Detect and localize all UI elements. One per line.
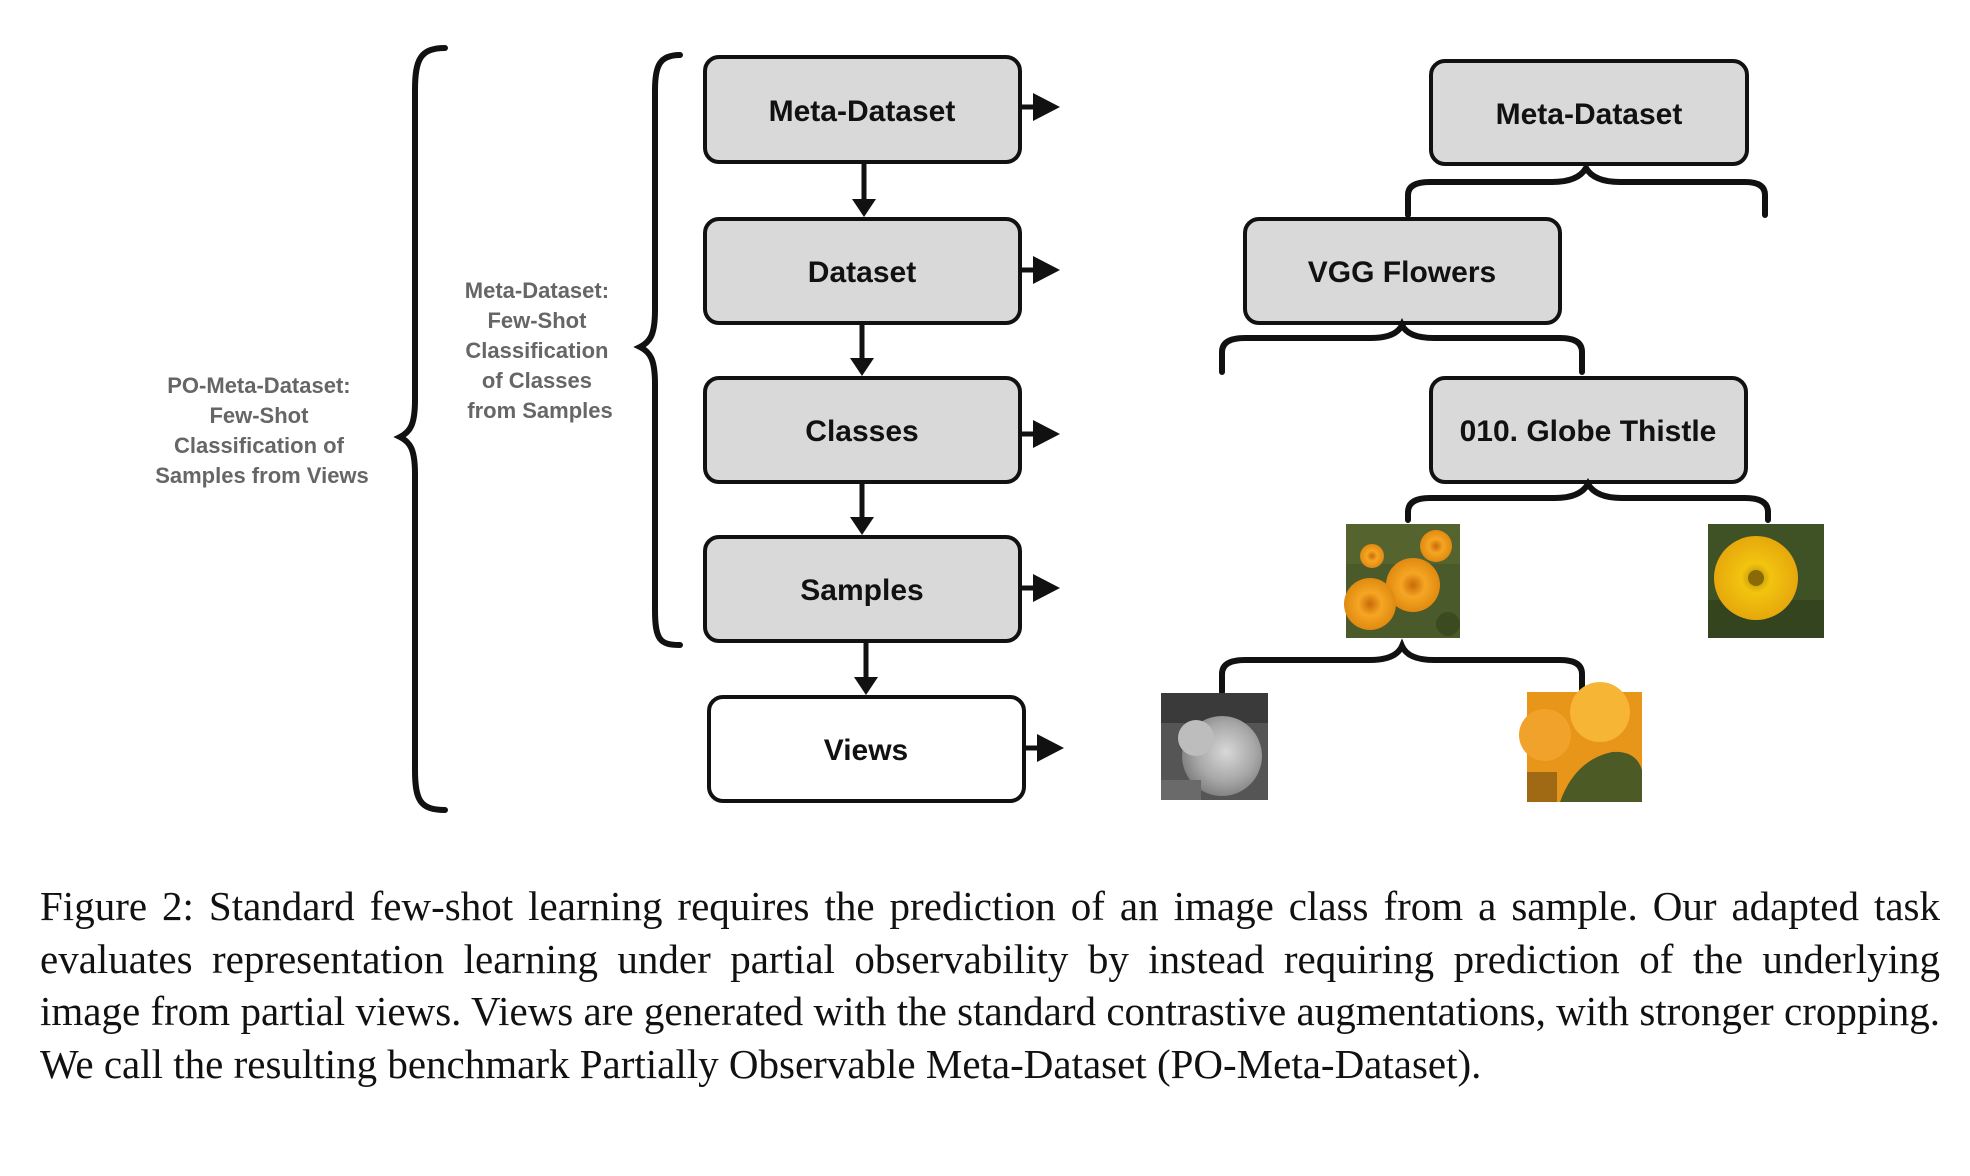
diagram: PO-Meta-Dataset: Few-Shot Classification… — [155, 45, 1824, 813]
tree-box-meta-dataset: Meta-Dataset — [1429, 59, 1749, 166]
inner-brace-label: Meta-Dataset: Few-Shot Classification of… — [465, 278, 615, 423]
sample-image-2 — [1708, 524, 1824, 638]
box-label: Dataset — [808, 256, 916, 289]
pipeline-box-dataset: Dataset — [703, 217, 1022, 325]
right-arrows — [1020, 93, 1064, 762]
box-label: 010. Globe Thistle — [1460, 415, 1717, 448]
down-arrows — [850, 162, 878, 695]
inner-label-line: from Samples — [467, 398, 613, 423]
inner-brace — [633, 52, 683, 648]
pipeline-box-meta-dataset: Meta-Dataset — [703, 55, 1022, 164]
box-label: Samples — [800, 574, 923, 607]
tree-box-vgg-flowers: VGG Flowers — [1243, 217, 1562, 325]
outer-label-line: Classification of — [174, 433, 345, 458]
view-image-2 — [1519, 682, 1642, 802]
box-label: Views — [824, 734, 909, 767]
inner-label-line: of Classes — [482, 368, 592, 393]
tree-box-globe-thistle: 010. Globe Thistle — [1429, 376, 1748, 484]
outer-label-line: Few-Shot — [209, 403, 309, 428]
tree-brace-3 — [1405, 477, 1771, 523]
outer-label-line: PO-Meta-Dataset: — [167, 373, 350, 398]
tree-brace-1 — [1405, 161, 1768, 218]
box-label: Classes — [805, 415, 918, 448]
box-label: VGG Flowers — [1308, 256, 1496, 289]
inner-label-line: Few-Shot — [487, 308, 587, 333]
inner-label-line: Meta-Dataset: — [465, 278, 609, 303]
view-image-1 — [1161, 693, 1268, 800]
pipeline-box-classes: Classes — [703, 376, 1022, 484]
tree-brace-4 — [1219, 638, 1585, 695]
box-label: Meta-Dataset — [769, 95, 956, 128]
outer-brace — [393, 45, 448, 813]
box-label: Meta-Dataset — [1496, 98, 1683, 131]
pipeline-box-samples: Samples — [703, 535, 1022, 643]
pipeline-box-views: Views — [707, 695, 1026, 803]
sample-image-1 — [1344, 524, 1460, 638]
inner-label-line: Classification — [465, 338, 608, 363]
outer-label-line: Samples from Views — [155, 463, 369, 488]
outer-brace-label: PO-Meta-Dataset: Few-Shot Classification… — [155, 373, 369, 488]
tree-brace-2 — [1219, 317, 1585, 375]
figure-caption: Figure 2: Standard few-shot learning req… — [40, 883, 1940, 1087]
